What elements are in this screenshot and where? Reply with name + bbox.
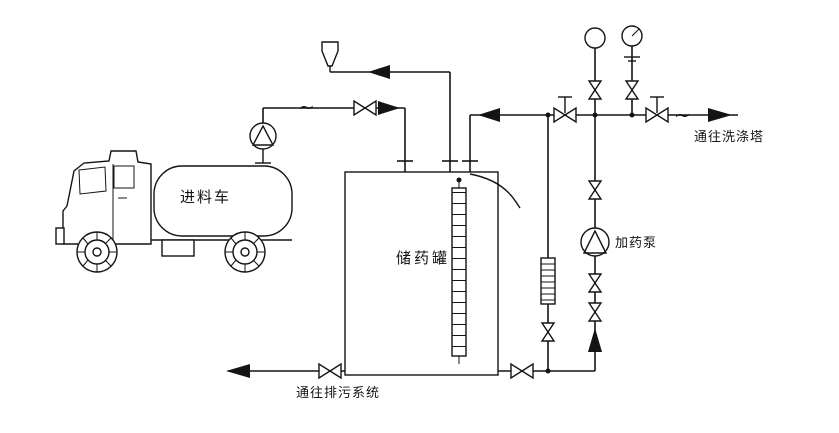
dosing-pump-icon	[580, 227, 610, 257]
valve-unloading-icon	[353, 99, 377, 117]
tee-junction	[545, 112, 551, 118]
flow-column-icon	[540, 257, 556, 305]
storage-tank-shell	[344, 171, 499, 376]
front-bumper	[55, 227, 65, 245]
tanker-body	[153, 165, 293, 237]
flex-connector-symbol: ~	[298, 95, 315, 119]
valve-pump-suction-1-icon	[587, 273, 603, 293]
rear-wheel	[224, 231, 266, 273]
truck-toolbox	[161, 239, 195, 257]
truck-cab	[62, 150, 152, 245]
flow-arrow-right-scrubber	[708, 108, 732, 122]
storage-tank-label: 储药罐	[396, 249, 450, 267]
valve-pump-discharge-icon	[587, 180, 603, 200]
to-drain-label: 通往排污系统	[296, 386, 380, 401]
front-wheel	[76, 231, 118, 273]
storage-tank	[344, 171, 521, 376]
valve-gauge-1-icon	[587, 80, 603, 100]
flow-arrow-up-suction	[588, 328, 602, 352]
flow-arrow-left-vent	[368, 65, 390, 79]
valve-suction-icon	[510, 362, 534, 380]
pressure-gauge-icon	[584, 27, 606, 49]
dosing-pump-label: 加药泵	[615, 236, 657, 251]
valve-calibration-icon	[540, 322, 556, 342]
gate-valve-scrubber-icon	[645, 96, 669, 124]
flow-arrow-right-unloading	[378, 101, 400, 115]
valve-gauge-2-icon	[624, 80, 640, 100]
tank-level-gauge-icon	[451, 177, 467, 364]
valve-drain-icon	[318, 362, 342, 380]
tee-junction	[629, 112, 635, 118]
to-scrubber-label: 通往洗涤塔	[694, 130, 764, 145]
door-window	[113, 165, 135, 189]
flow-arrow-left-return	[478, 108, 500, 122]
truck-unloading-pump-icon	[249, 122, 277, 164]
tee-junction	[592, 112, 598, 118]
gate-valve-recirc-icon	[553, 96, 577, 124]
funnel-icon	[321, 41, 339, 72]
feed-truck	[55, 122, 293, 273]
windshield	[78, 166, 107, 195]
tee-junction	[545, 368, 551, 374]
feed-truck-label: 进料车	[180, 188, 231, 206]
overflow-bend-pipe-icon	[469, 173, 521, 209]
flow-arrow-left-drain	[226, 364, 250, 378]
valve-pump-suction-2-icon	[587, 302, 603, 322]
flex-connector-symbol: ~	[674, 103, 691, 127]
pressure-gauge-needle-icon	[621, 25, 643, 62]
